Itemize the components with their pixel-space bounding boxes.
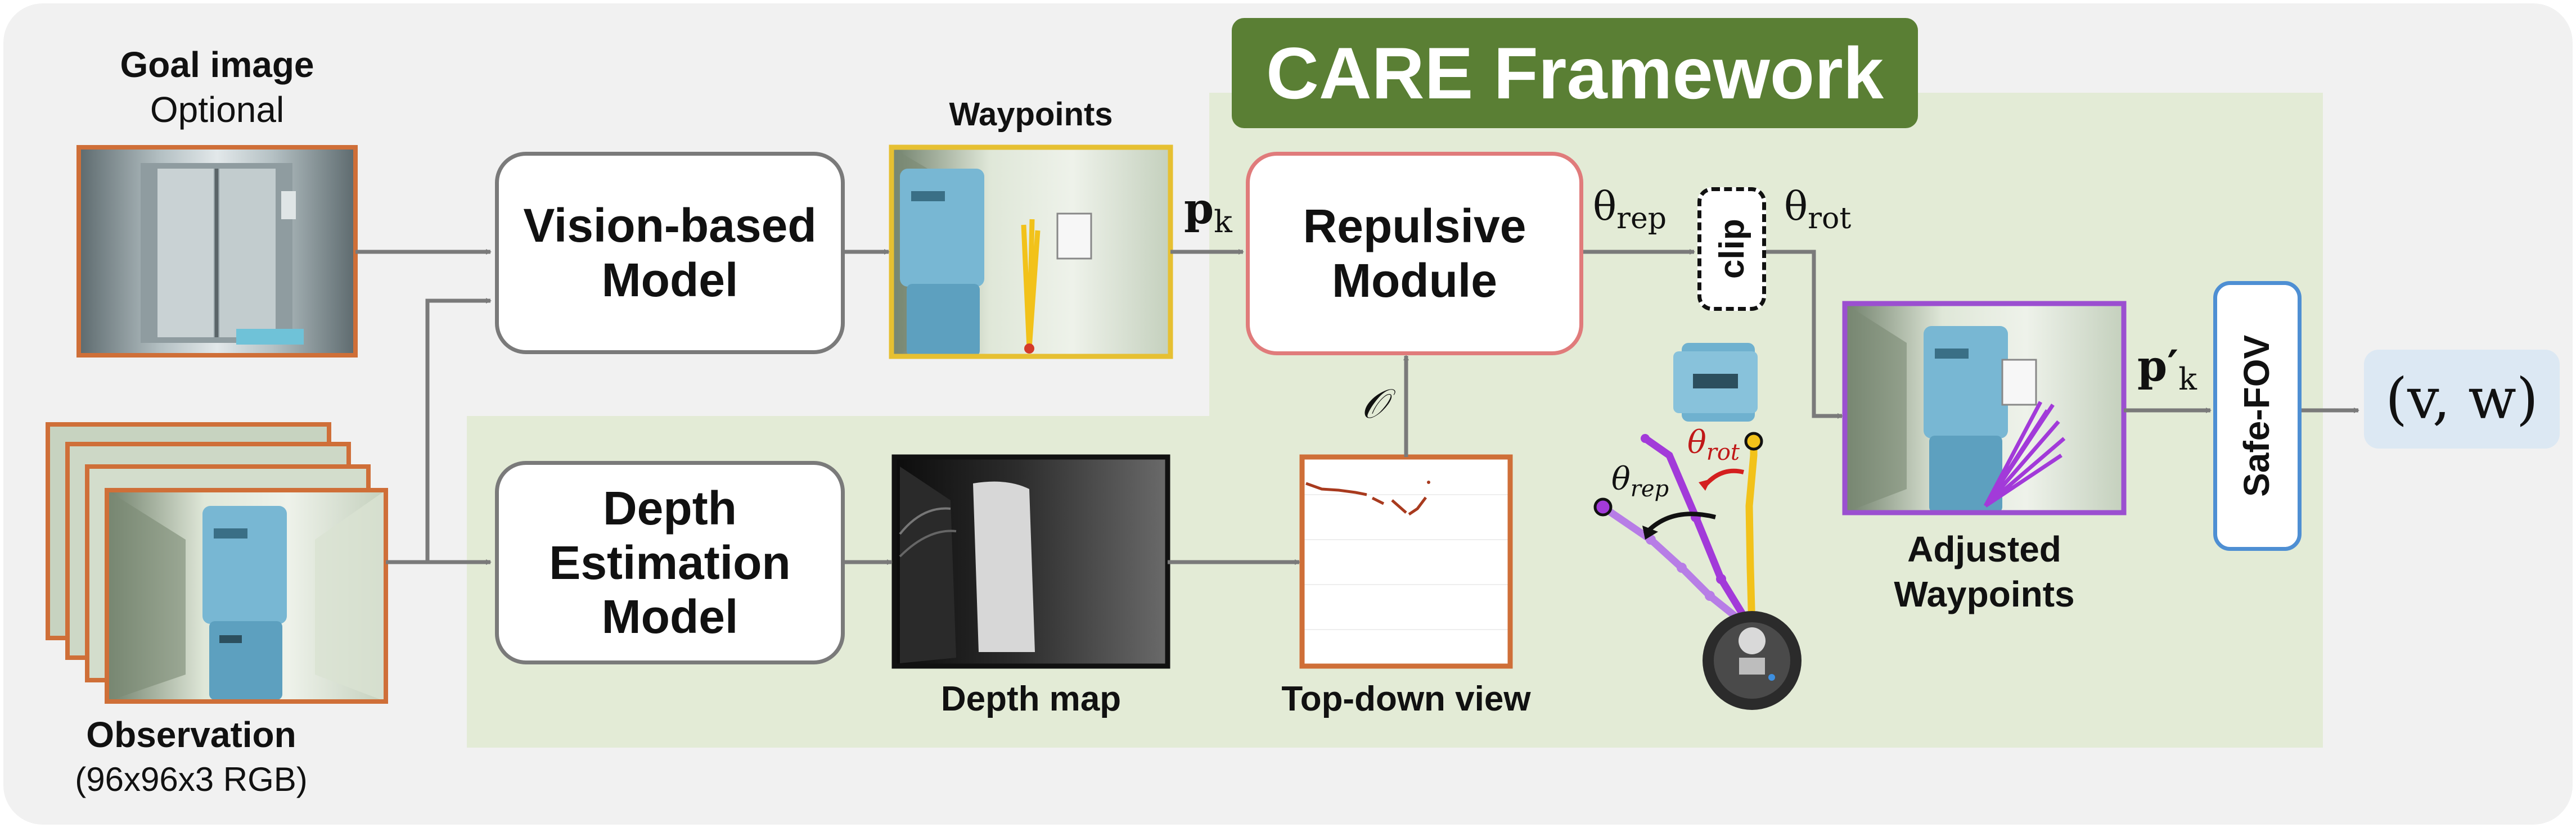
output-box: (v, w) — [2364, 350, 2560, 449]
p-prime-k-symbol: p′ — [2137, 341, 2179, 391]
clip-label: clip — [1712, 219, 1751, 279]
top-down-image — [1299, 454, 1513, 669]
sketch-theta-rep-subscript: rep — [1630, 476, 1669, 503]
theta-rep-label: θrep — [1593, 183, 1667, 236]
repulsive-module-box: Repulsive Module — [1246, 152, 1583, 355]
depth-model-line2: Estimation — [549, 536, 791, 589]
sketch-theta-rot: θrot — [1687, 424, 1740, 465]
vision-model-line1: Vision-based — [523, 199, 817, 252]
framework-title: CARE Framework — [1232, 18, 1918, 128]
arrows — [355, 249, 2359, 565]
depth-model-line1: Depth — [603, 482, 737, 535]
top-down-label: Top-down view — [1281, 680, 1531, 718]
theta-rep-subscript: rep — [1616, 202, 1667, 236]
vision-model-line2: Model — [601, 254, 738, 306]
observation-title: Observation — [86, 714, 296, 755]
depth-model-box: Depth Estimation Model — [495, 461, 845, 664]
sketch-theta-rot-subscript: rot — [1706, 440, 1740, 466]
goal-image — [76, 145, 358, 358]
p-k-subscript: k — [1214, 204, 1232, 240]
safe-fov-box: Safe-FOV — [2213, 281, 2302, 551]
adjusted-label-line2: Waypoints — [1894, 574, 2075, 614]
adjusted-waypoints-image — [1842, 301, 2127, 515]
theta-rot-label: θrot — [1784, 183, 1851, 236]
p-k-symbol: p — [1184, 183, 1214, 233]
goal-image-subtitle: Optional — [150, 89, 285, 130]
waypoints-image — [889, 144, 1173, 359]
output-velocity: (v, w) — [2385, 366, 2538, 432]
observation-stack — [46, 422, 388, 704]
p-k-label: pk — [1184, 183, 1232, 239]
repulsive-line1: Repulsive — [1303, 200, 1526, 253]
goal-image-title: Goal image — [120, 44, 314, 85]
sketch-theta-rep: θrep — [1611, 461, 1669, 502]
adjusted-label-line1: Adjusted — [1907, 529, 2061, 569]
p-prime-k-label: p′k — [2137, 341, 2197, 397]
sketch-theta-rep-symbol: θ — [1611, 461, 1631, 497]
vision-model-box: Vision-based Model — [495, 152, 845, 354]
obstacle-set-label: 𝒪 — [1361, 380, 1387, 427]
observation-subtitle: (96x96x3 RGB) — [75, 761, 308, 798]
theta-rot-symbol: θ — [1784, 183, 1808, 229]
repulsive-line2: Module — [1332, 254, 1497, 307]
clip-box: clip — [1697, 187, 1766, 311]
safe-fov-label: Safe-FOV — [2236, 334, 2277, 497]
depth-model-line3: Model — [601, 590, 738, 644]
waypoints-label: Waypoints — [949, 96, 1113, 133]
depth-map-label: Depth map — [940, 680, 1122, 718]
depth-map-image — [891, 454, 1170, 669]
sketch-theta-rot-symbol: θ — [1687, 424, 1706, 461]
theta-rot-subscript: rot — [1808, 202, 1852, 236]
theta-rep-symbol: θ — [1593, 183, 1617, 229]
p-prime-k-subscript: k — [2178, 361, 2197, 397]
robot-sketch — [1593, 343, 1802, 710]
